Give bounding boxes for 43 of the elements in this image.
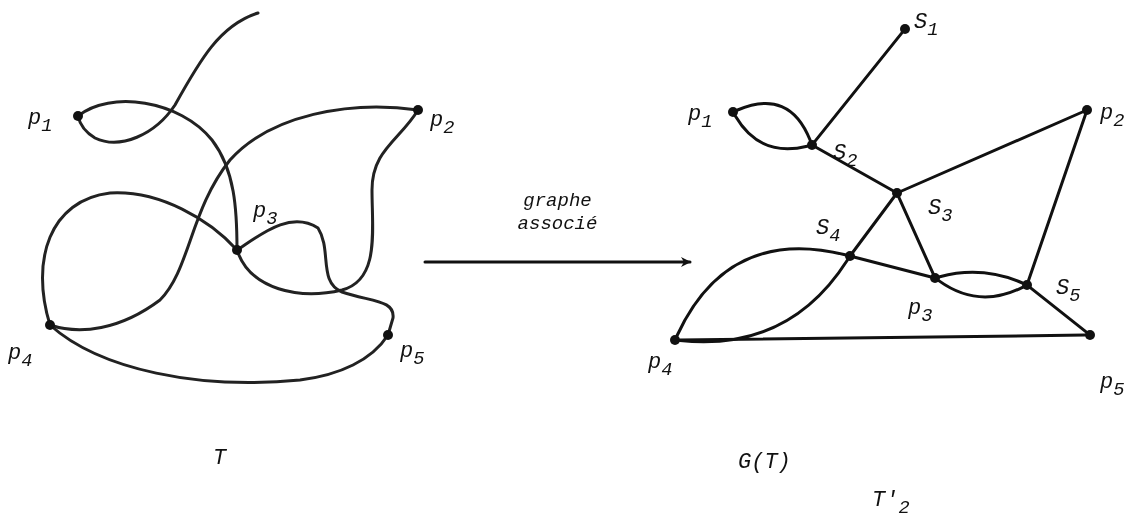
vertex-label: S$_{4}$	[816, 218, 841, 247]
vertex-dot	[845, 251, 855, 261]
vertex-dot	[930, 273, 940, 283]
vertex-dot	[670, 335, 680, 345]
graph-edge	[853, 255, 932, 279]
vertex-label: S$_{5}$	[1056, 278, 1081, 307]
vertex-dot	[728, 107, 738, 117]
vertex-dot	[1085, 330, 1095, 340]
graph-edge	[734, 114, 809, 151]
vertex-dot	[1022, 280, 1032, 290]
vertex-label: S$_{1}$	[914, 12, 939, 41]
vertex-label: p$_{3}$	[253, 201, 278, 230]
arrow	[423, 257, 692, 267]
vertex-label: p$_{5}$	[1100, 372, 1125, 401]
vertex-label: p$_{2}$	[1100, 103, 1125, 132]
vertex-dot	[892, 188, 902, 198]
vertex-label: p$_{4}$	[648, 352, 673, 381]
vertex-label: S$_{3}$	[928, 198, 953, 227]
vertex-dot	[900, 24, 910, 34]
vertex-dot	[1082, 105, 1092, 115]
graph-edge	[678, 258, 849, 344]
graph-edge	[736, 102, 812, 142]
graph-edge	[814, 146, 895, 192]
vertex-dot	[807, 140, 817, 150]
vertex-label: p$_{1}$	[28, 108, 53, 137]
graph-edge	[813, 31, 904, 143]
vertex-label: p$_{5}$	[400, 341, 425, 370]
graph-edge	[900, 110, 1084, 193]
vertex-label: p$_{1}$	[688, 104, 713, 133]
graph-edge	[678, 333, 1087, 342]
graph-edge	[897, 196, 935, 275]
graph-caption: G(T)	[738, 452, 791, 474]
vertex-label: p$_{4}$	[8, 343, 33, 372]
graph-edge	[851, 195, 896, 254]
vertex-label: p$_{3}$	[908, 298, 933, 327]
figure-caption: T	[213, 448, 227, 470]
figure-caption: T'$_{2}$	[872, 490, 910, 519]
graph-edge	[1029, 286, 1088, 334]
vertex-label: p$_{2}$	[430, 110, 455, 139]
graph-edge	[938, 270, 1024, 285]
graph-edge	[937, 279, 1024, 299]
graph-edge	[1027, 113, 1087, 282]
graph-edge	[675, 247, 847, 337]
